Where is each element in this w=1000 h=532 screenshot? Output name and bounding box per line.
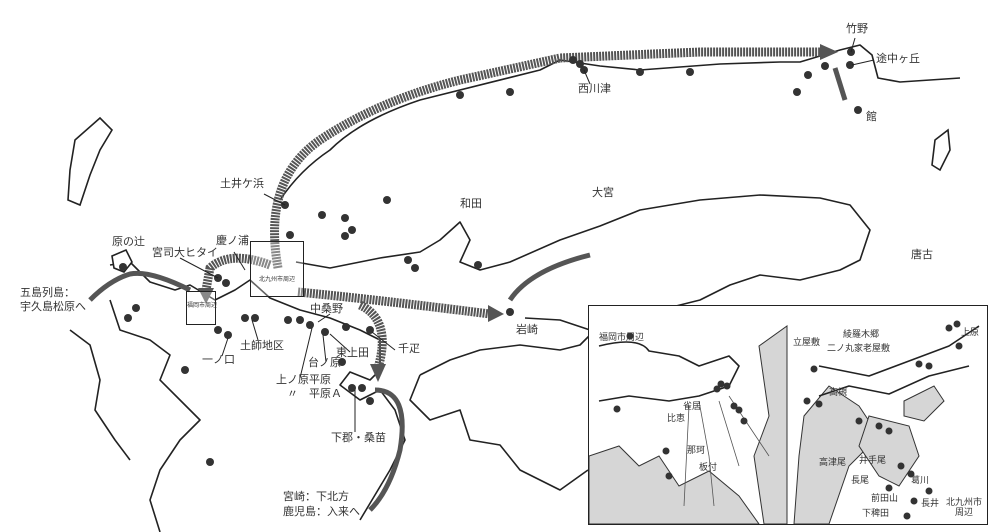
site-label-tachi: 館 <box>866 110 877 123</box>
site-markers <box>119 48 862 466</box>
coast-kyushu <box>69 261 406 532</box>
site-label-nishikawatsu: 西川津 <box>578 82 611 95</box>
inset-site-label: 上原 <box>961 328 980 338</box>
migration-route-kyushu-east <box>368 387 405 512</box>
migration-route-tango <box>832 67 848 101</box>
migration-route-sea-of-japan <box>270 47 820 269</box>
inset-fukuoka-hills <box>589 445 760 524</box>
fukuoka-area-box[interactable]: 福岡市周辺 <box>186 291 218 325</box>
inset-site-label: 那珂 <box>687 446 706 456</box>
site-label-dainohara: 台ノ原 <box>308 356 341 369</box>
island-tsushima <box>67 116 114 207</box>
site-label-karako: 唐古 <box>911 248 933 261</box>
inset-fukuoka-coast <box>598 341 740 402</box>
arrowhead <box>820 44 838 60</box>
inset-site-label: 長尾 <box>851 476 870 486</box>
inset-fukuoka-rivers <box>683 395 770 507</box>
coast-honshu-south <box>295 194 871 331</box>
site-label-ichinokuchi: 一ノ口 <box>202 353 235 366</box>
island-oki <box>931 128 951 172</box>
inset-kitakyushu-island <box>903 385 945 422</box>
inset-site-label: 高津尾 <box>819 458 847 468</box>
inset-map <box>589 306 980 524</box>
site-label-doigahama: 土井ケ浜 <box>220 177 264 190</box>
inset-fukuoka-hills-east <box>753 325 788 524</box>
inset-site-label: 立屋敷 <box>793 338 821 348</box>
inset-site-label: 二ノ丸家老屋敷 <box>827 344 891 354</box>
site-label-uenoharahirabaru: 上ノ原平原 <box>276 373 331 386</box>
migration-route-west <box>201 253 272 291</box>
site-label-harunotsuji: 原の辻 <box>112 235 145 248</box>
site-label-miyaji: 宮司大ヒタイ <box>152 246 218 259</box>
inset-site-label: 前田山 <box>871 494 899 504</box>
migration-route-goto <box>88 270 192 302</box>
site-label-uku: 宇久島松原へ <box>20 300 86 313</box>
inset-site-markers <box>613 320 963 520</box>
site-label-nakakuwano: 中桑野 <box>310 302 343 315</box>
inset-site-label: 雀居 <box>683 402 702 412</box>
site-label-miyazaki: 宮崎：下北方 <box>283 490 349 503</box>
inset-fukuoka-title: 福岡市周辺 <box>599 333 645 343</box>
label-leaders <box>179 37 875 432</box>
arrowhead <box>370 364 386 382</box>
inset-site-label: 綾羅木郷 <box>843 330 880 340</box>
kitakyushu-area-label: 北九州市周辺 <box>258 276 295 283</box>
inset-panel: 福岡市周辺 雀居 比恵 那珂 板付 立屋敷 綾羅木郷 二ノ丸家老屋敷 上原 高槻… <box>588 305 988 525</box>
fukuoka-area-label: 福岡市周辺 <box>187 302 218 309</box>
site-label-kagoshima: 鹿児島：入来へ <box>283 505 360 518</box>
arrowhead <box>488 305 504 322</box>
coast-shikoku <box>409 329 596 491</box>
inset-site-label: 井手尾 <box>859 456 887 466</box>
site-label-keinoura: 慶ノ浦 <box>216 234 249 247</box>
inset-site-label: 長井 <box>921 499 940 509</box>
site-label-shimogori: 下郡・桑苗 <box>331 431 386 444</box>
site-label-iwasaki: 岩崎 <box>516 323 538 336</box>
site-label-goto: 五島列島： <box>20 286 75 299</box>
inset-kitakyushu-coast <box>818 325 980 397</box>
migration-route-inland-sea <box>507 252 591 302</box>
inset-kitakyushu-title: 北九州市周辺 <box>945 498 982 518</box>
site-label-hirabarua: 〃 平原Ａ <box>287 387 342 400</box>
site-label-higashiueda: 東上田 <box>336 346 369 359</box>
inset-site-label: 高槻 <box>829 388 848 398</box>
site-label-hajichiku: 土師地区 <box>240 339 284 352</box>
site-label-wada: 和田 <box>460 197 482 210</box>
inset-site-label: 葛川 <box>911 476 930 486</box>
site-label-takeno: 竹野 <box>846 22 868 35</box>
migration-route-south <box>357 300 387 370</box>
site-label-tochugaoka: 途中ヶ丘 <box>876 52 920 65</box>
inset-site-label: 下稗田 <box>862 509 890 519</box>
site-label-omiya: 大宮 <box>592 186 614 199</box>
coast-iki <box>111 248 133 273</box>
inset-kitakyushu-peninsula <box>858 415 920 487</box>
kitakyushu-area-box[interactable]: 北九州市周辺 <box>250 241 304 297</box>
inset-site-label: 板付 <box>699 463 718 473</box>
arrowhead <box>198 288 214 304</box>
coast-honshu-north <box>279 44 961 201</box>
site-label-sembiki: 千疋 <box>398 342 420 355</box>
inset-site-label: 比恵 <box>667 414 686 424</box>
